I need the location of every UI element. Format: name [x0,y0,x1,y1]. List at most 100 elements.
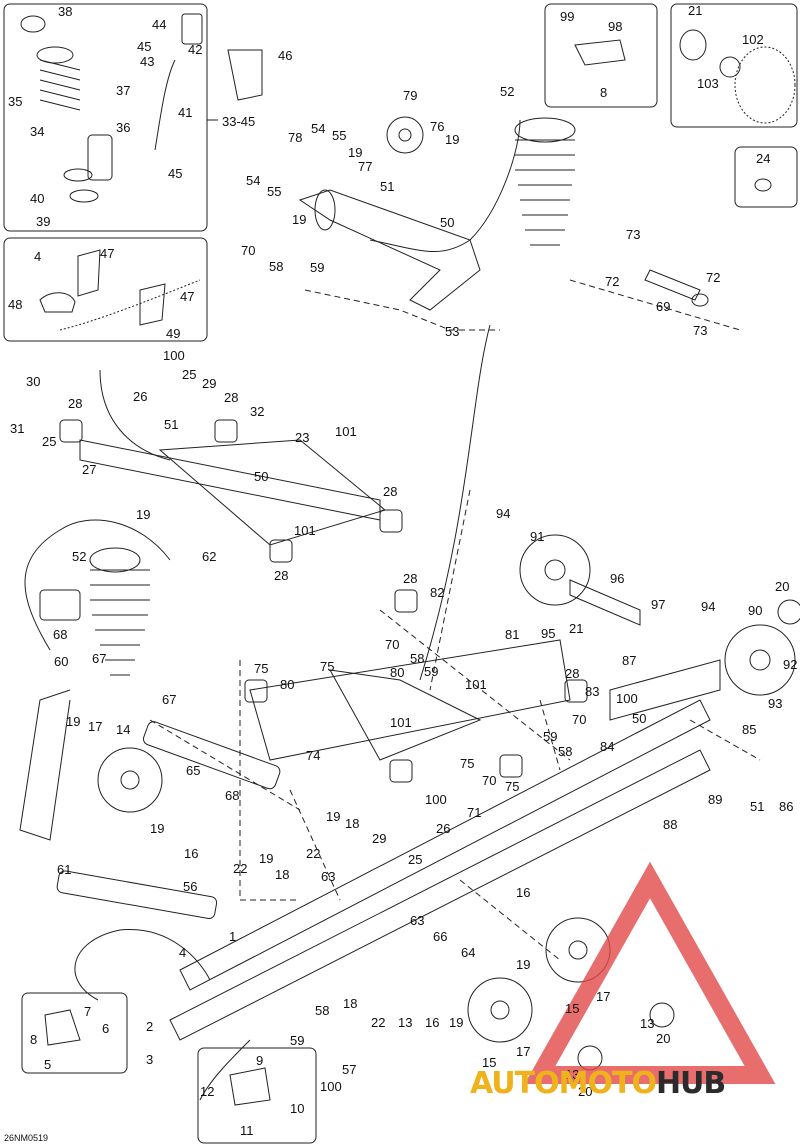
callout: 84 [600,739,615,754]
callout: 45 [168,166,183,181]
callout: 17 [88,719,103,734]
callout: 19 [259,851,274,866]
callout: 101 [390,715,412,730]
callout: 19 [348,145,363,160]
callout: 102 [742,32,764,47]
callout: 18 [345,816,360,831]
callout: 74 [306,748,321,763]
callout: 21 [688,3,703,18]
callout: 39 [36,214,51,229]
shock-spring-right [514,117,709,307]
callout: 94 [496,506,511,521]
callout: 19 [136,507,151,522]
callout: 32 [250,404,265,419]
callout: 79 [403,88,418,103]
callout: 20 [578,1084,593,1099]
callout: 58 [269,259,284,274]
callout: 55 [332,128,347,143]
idler-wheel [97,747,163,813]
callout: 75 [460,756,475,771]
callout: 92 [783,657,798,672]
callout: 50 [632,711,647,726]
callout: 36 [116,120,131,135]
callout: 70 [572,712,587,727]
range-label: 33-45 [222,114,256,129]
callout: 100 [163,348,185,363]
bracket-part [574,39,626,66]
callout: 58 [558,744,573,759]
callout: 93 [768,696,783,711]
callout: 1 [229,929,237,944]
callout: 57 [342,1062,357,1077]
callout: 54 [311,121,326,136]
callout: 45 [137,39,152,54]
callout: 70 [241,243,256,258]
callout: 47 [180,289,195,304]
callout: 96 [610,571,625,586]
callout: 18 [343,996,358,1011]
callout: 55 [267,184,282,199]
callout: 12 [200,1084,215,1099]
callout: 34 [30,124,45,139]
callout: 63 [321,869,336,884]
callout: 28 [383,484,398,499]
callout: 89 [708,792,723,807]
rail-right [609,659,721,721]
callout: 31 [10,421,25,436]
callout: 101 [465,677,487,692]
callout: 29 [372,831,387,846]
callout: 25 [182,367,197,382]
wheel-inset [679,29,796,124]
callout: 25 [42,434,57,449]
callout: 8 [30,1032,38,1047]
callout: 68 [225,788,240,803]
callout: 19 [326,809,341,824]
inset-box-slider [3,237,208,342]
idler-wheel [467,977,533,1043]
callout: 81 [505,627,520,642]
callout: 72 [706,270,721,285]
callout: 103 [697,76,719,91]
callout: 38 [58,4,73,19]
callout: 22 [306,846,321,861]
callout: 30 [26,374,41,389]
callout: 22 [371,1015,386,1030]
callout: 7 [84,1004,92,1019]
callout: 25 [408,852,423,867]
callout: 70 [482,773,497,788]
watermark-text: AUTOMOTOHUB [470,1066,726,1101]
callout: 53 [445,324,460,339]
callout: 43 [140,54,155,69]
callout: 100 [320,1079,342,1094]
callout: 28 [224,390,239,405]
callout: 28 [68,396,83,411]
callout: 65 [186,763,201,778]
callout: 46 [278,48,293,63]
callout: 3 [146,1052,154,1067]
callout: 64 [461,945,476,960]
callout: 99 [560,9,575,24]
callout: 71 [467,805,482,820]
callout: 97 [651,597,666,612]
callout: 62 [202,549,217,564]
watermark-logo [524,861,776,1084]
callout: 16 [516,885,531,900]
connector-curve [419,324,491,681]
callout: 24 [756,151,771,166]
diagram-code: 26NM0519 [4,1133,49,1143]
connector-curve [199,1039,251,1101]
callout: 4 [179,945,187,960]
shock-spring-mid [19,547,150,841]
callout: 52 [72,549,87,564]
callout: 13 [398,1015,413,1030]
callout: 42 [188,42,203,57]
callout: 21 [569,621,584,636]
callout: 67 [162,692,177,707]
callout: 72 [605,274,620,289]
callout: 63 [410,913,425,928]
callout: 91 [530,529,545,544]
callout: 19 [449,1015,464,1030]
inset-box-support [21,992,128,1074]
inset-box-clip [197,1047,317,1144]
